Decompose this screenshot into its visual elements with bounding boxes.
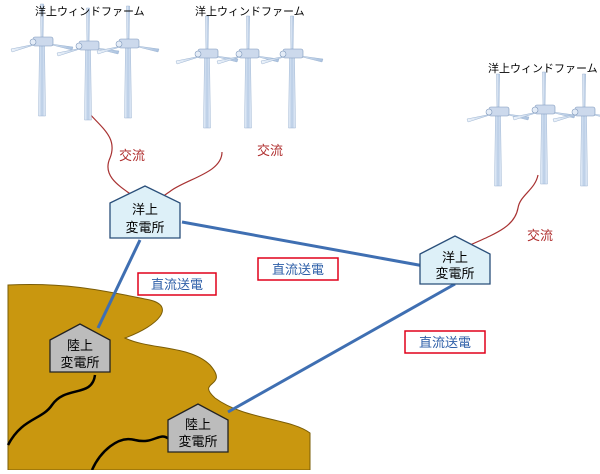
wind-farm-2	[175, 15, 324, 129]
wind-turbine-icon	[175, 15, 239, 129]
ac-label-2: 交流	[257, 143, 283, 159]
wind-turbine-icon	[216, 15, 280, 129]
wind-turbine-icon	[260, 15, 324, 129]
wind-turbine-icon	[466, 73, 530, 187]
onshore-substation-2: 陸上 変電所	[167, 403, 229, 453]
offshore-substation-1-line1: 洋上	[132, 203, 158, 218]
wind-turbine-icon	[10, 3, 74, 117]
ac-line-3	[469, 174, 539, 246]
onshore-cable-2	[90, 435, 171, 471]
dc-label-3: 直流送電	[419, 336, 471, 351]
dc-label-box-2: 直流送電	[257, 257, 339, 281]
dc-label-1: 直流送電	[151, 278, 203, 293]
dc-line-offshore1-onshore1	[96, 239, 142, 329]
dc-line-offshore-link	[181, 220, 425, 268]
land-area	[7, 283, 311, 471]
farm-label-2: 洋上ウィンドファーム	[195, 4, 305, 18]
dc-label-box-1: 直流送電	[137, 272, 217, 296]
onshore-substation-1: 陸上 変電所	[49, 323, 111, 373]
onshore-substation-house-icon	[49, 323, 111, 373]
dc-line-offshore2-onshore2	[227, 282, 456, 414]
farm-label-3: 洋上ウィンドファーム	[488, 61, 598, 75]
onshore-substation-1-line1: 陸上	[67, 338, 93, 354]
onshore-substation-2-line2: 変電所	[178, 434, 217, 450]
wind-turbine-icon	[512, 71, 576, 185]
offshore-substation-house-icon	[419, 235, 491, 285]
offshore-substation-1-line2: 変電所	[125, 220, 164, 236]
offshore-substation-2-line1: 洋上	[442, 251, 468, 266]
onshore-substation-1-line2: 変電所	[60, 355, 99, 371]
wind-turbine-icon	[96, 5, 160, 119]
offshore-substation-2: 洋上 変電所	[419, 235, 491, 285]
farm-label-1: 洋上ウィンドファーム	[35, 4, 145, 18]
wind-turbine-icon	[552, 73, 600, 187]
offshore-substation-house-icon	[109, 185, 181, 239]
offshore-substation-1: 洋上 変電所	[109, 185, 181, 239]
ac-label-1: 交流	[119, 148, 145, 164]
dc-label-2: 直流送電	[272, 263, 324, 278]
wind-turbine-icon	[56, 7, 120, 121]
wind-farm-3	[466, 71, 600, 187]
offshore-substation-2-line2: 変電所	[435, 266, 474, 282]
dc-label-box-3: 直流送電	[404, 330, 486, 354]
onshore-substation-2-line1: 陸上	[185, 417, 211, 433]
onshore-cable-1	[6, 374, 97, 446]
onshore-substation-house-icon	[167, 403, 229, 453]
wind-farm-1	[10, 3, 160, 121]
ac-label-3: 交流	[527, 228, 553, 244]
